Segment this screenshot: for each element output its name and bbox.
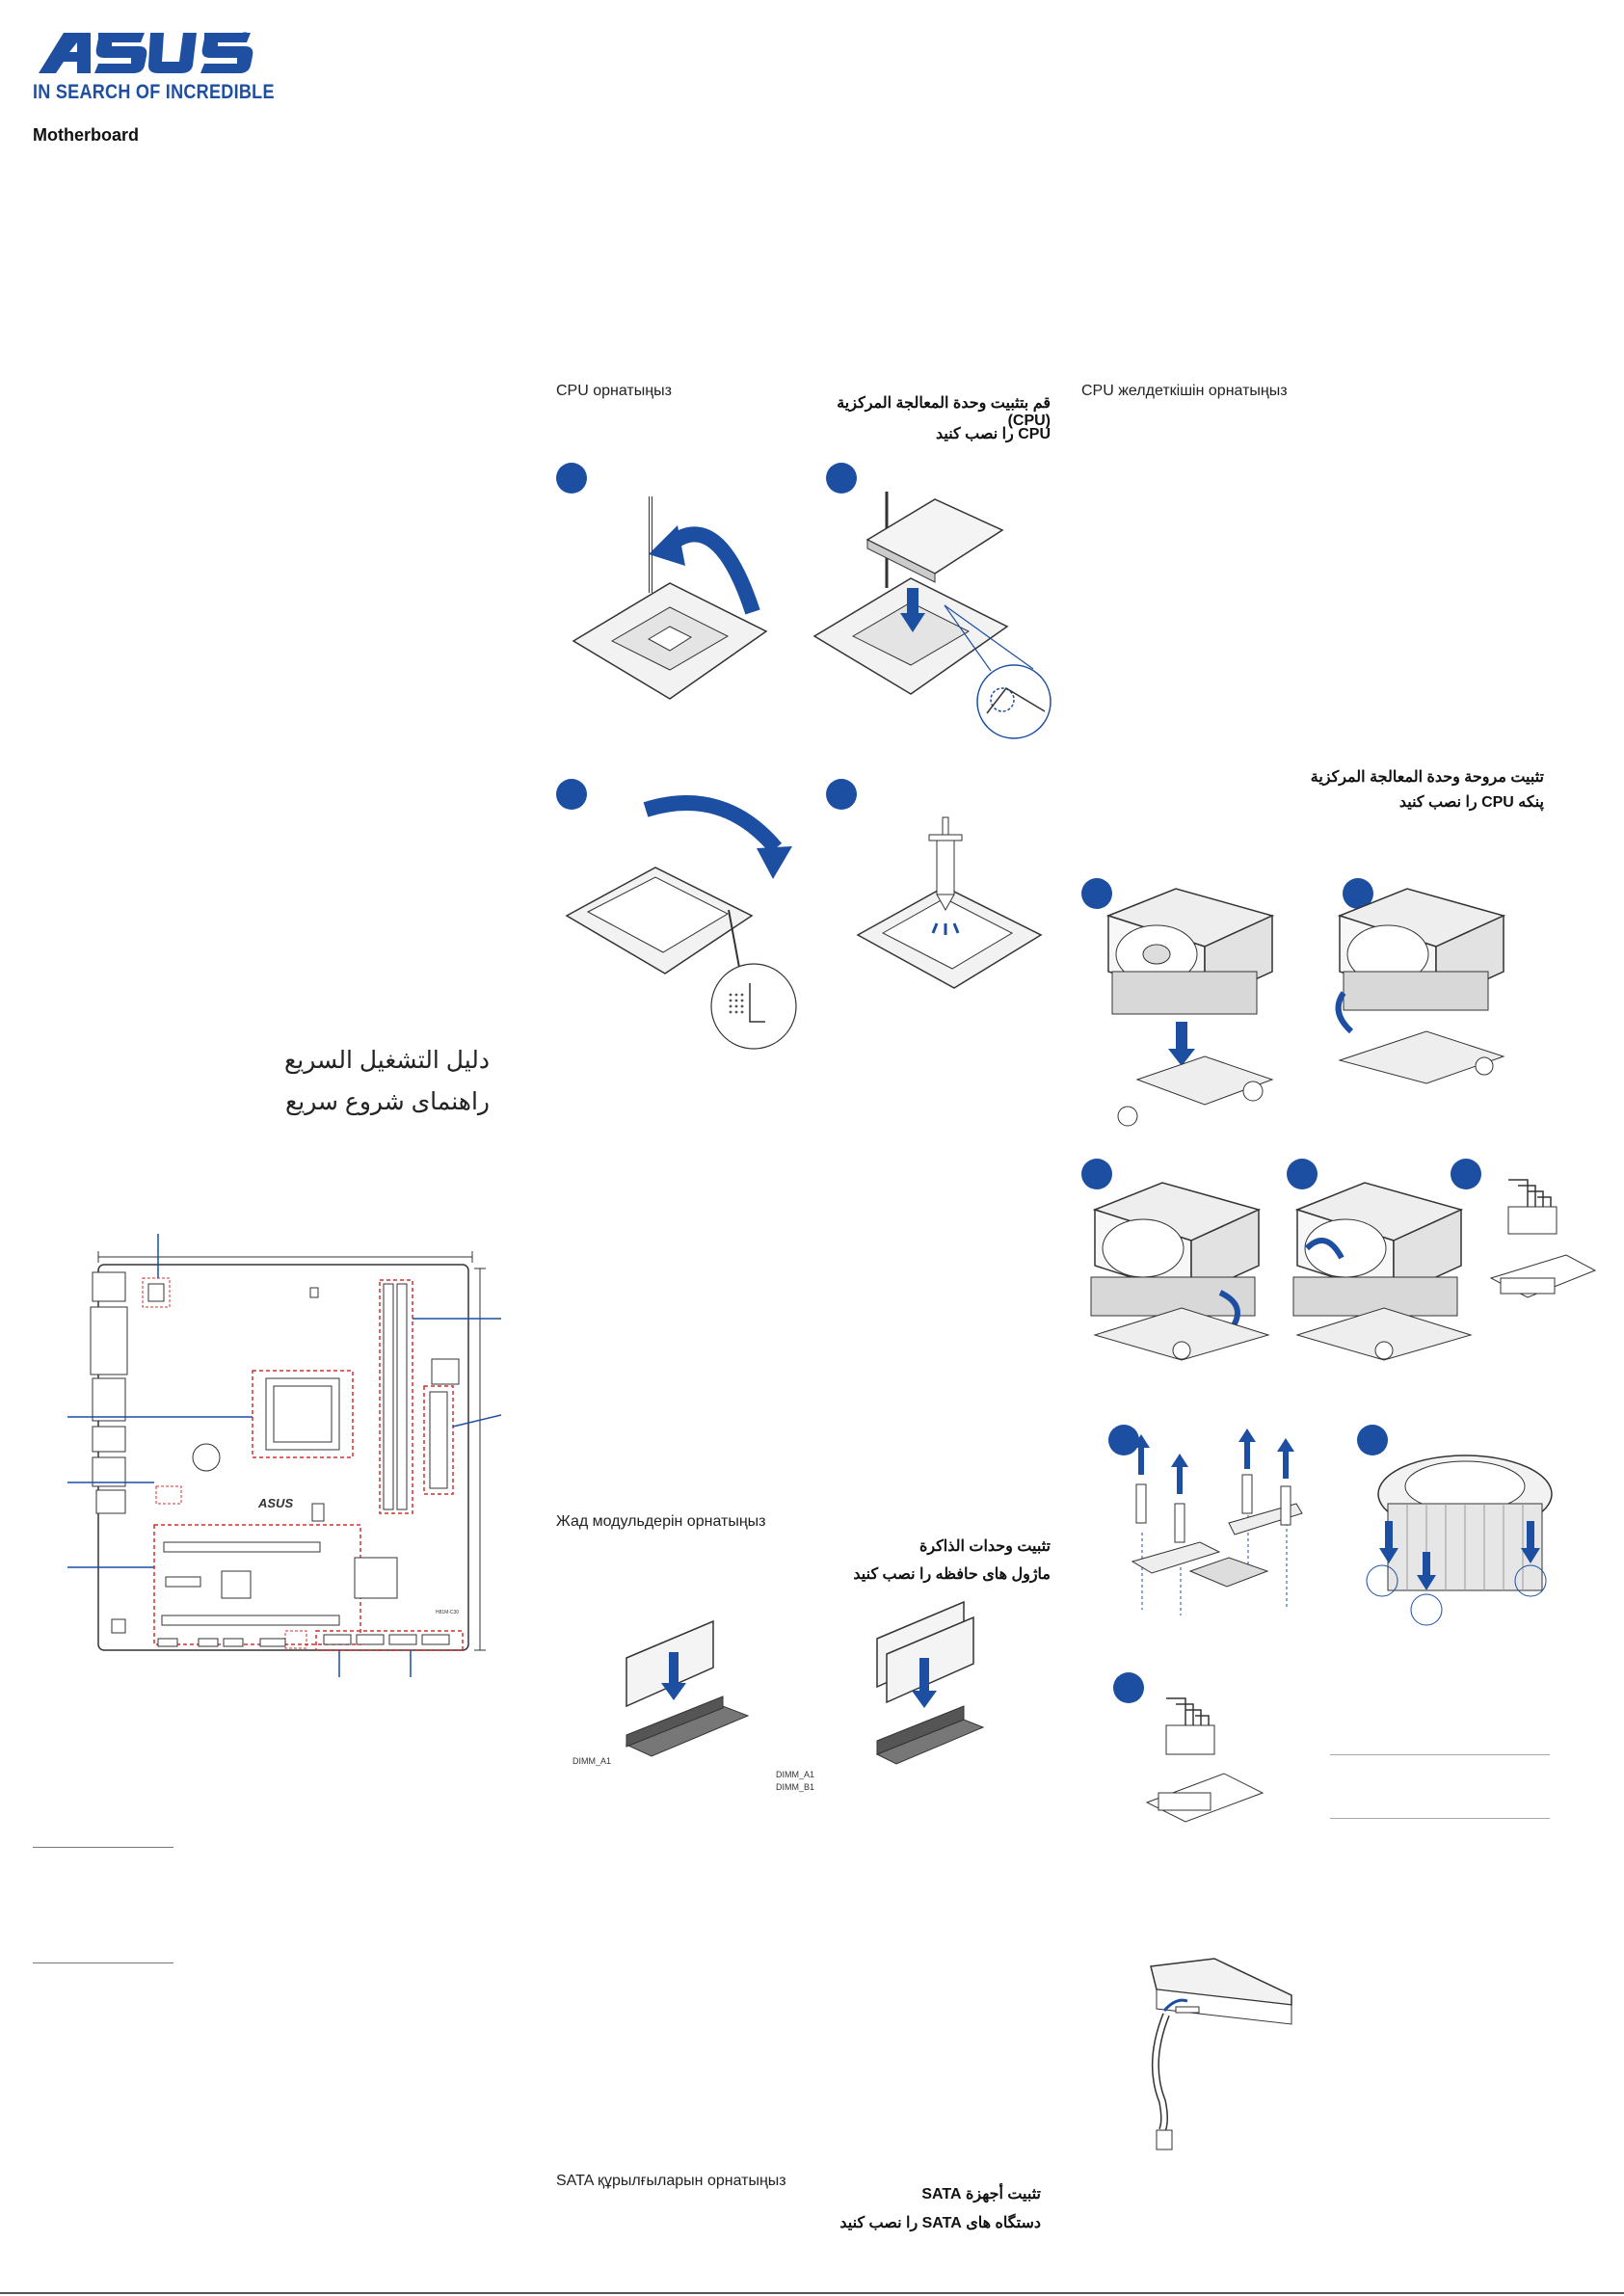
cooler-step4-illustration — [1292, 1182, 1473, 1361]
divider-left-1 — [33, 1847, 173, 1848]
cooler-heading-arabic: تثبيت مروحة وحدة المعالجة المركزية — [1310, 769, 1544, 786]
cpu-heading-kazakh: CPU орнатыңыз — [556, 383, 672, 399]
memory-single-illustration — [625, 1619, 750, 1757]
cpu-step-badge — [826, 779, 857, 810]
cooler-fan-connector-illustration — [1489, 1179, 1597, 1298]
cooler-step3-illustration — [1090, 1182, 1270, 1361]
asus-logo — [39, 33, 253, 73]
memory-heading-arabic: تثبيت وحدات الذاكرة — [918, 1538, 1051, 1555]
cooler-step-badge — [1081, 1159, 1112, 1189]
memory-heading-persian: ماژول های حافظه را نصب کنید — [853, 1566, 1051, 1583]
page-bottom-border — [0, 2292, 1624, 2294]
cooler-alt-fan-connector-illustration — [1145, 1697, 1265, 1823]
cooler-step-badge — [1287, 1159, 1318, 1189]
cooler-alt-step-badge — [1113, 1672, 1144, 1703]
cooler-heading-persian: پنکه CPU را نصب کنید — [1398, 794, 1544, 811]
divider-left-2 — [33, 1962, 173, 1963]
sata-cable-illustration — [1150, 1958, 1292, 2150]
cpu-heading-persian: CPU را نصب کنید — [936, 426, 1051, 442]
dimm-label-dual-a1: DIMM_A1 — [776, 1770, 815, 1779]
cpu-heading-arabic: قم بتثبيت وحدة المعالجة المركزية (CPU) — [837, 395, 1051, 429]
brand-tagline: IN SEARCH OF INCREDIBLE — [33, 81, 275, 103]
cpu-step3-illustration — [565, 795, 797, 1050]
motherboard-layout-diagram — [67, 1234, 502, 1677]
divider-right-2 — [1330, 1818, 1550, 1819]
divider-right-1 — [1330, 1754, 1550, 1755]
cooler-step2-illustration — [1335, 888, 1506, 1084]
cooler-step-badge — [1081, 878, 1112, 909]
board-logo: ASUS — [258, 1496, 294, 1510]
memory-dual-illustration — [875, 1600, 985, 1765]
cooler-heading-kazakh: CPU желдеткішін орнатыңыз — [1081, 383, 1288, 399]
title-persian: راهنمای شروع سریع — [284, 1088, 490, 1115]
cooler-alt-step1-illustration — [1131, 1428, 1303, 1615]
cpu-step-badge — [556, 463, 587, 494]
sata-heading-persian: دستگاه های SATA را نصب کنید — [839, 2215, 1041, 2231]
cpu-step-badge — [556, 779, 587, 810]
sata-heading-kazakh: SATA құрылғыларын орнатыңыз — [556, 2173, 786, 2189]
registered-mark: ® — [241, 31, 250, 42]
board-model-label: H81M-C30 — [436, 1610, 460, 1615]
title-arabic: دليل التشغيل السريع — [284, 1047, 490, 1074]
cpu-step-badge — [826, 463, 857, 494]
cooler-step1-illustration — [1105, 888, 1275, 1127]
cooler-alt-step2-illustration — [1366, 1455, 1553, 1626]
dimm-label-single: DIMM_A1 — [572, 1756, 612, 1766]
cooler-step-badge — [1451, 1159, 1481, 1189]
cooler-alt-step-badge — [1357, 1425, 1388, 1455]
cpu-step1-illustration — [572, 496, 768, 700]
dimm-label-dual-b1: DIMM_B1 — [776, 1782, 815, 1792]
memory-heading-kazakh: Жад модульдерін орнатыңыз — [556, 1513, 766, 1530]
document-type: Motherboard — [33, 125, 139, 145]
cpu-step2-illustration — [812, 492, 1052, 739]
sata-heading-arabic: تثبيت أجهزة SATA — [921, 2186, 1041, 2203]
cpu-step4-illustration — [856, 816, 1043, 989]
cooler-alt-step-badge — [1108, 1425, 1139, 1455]
